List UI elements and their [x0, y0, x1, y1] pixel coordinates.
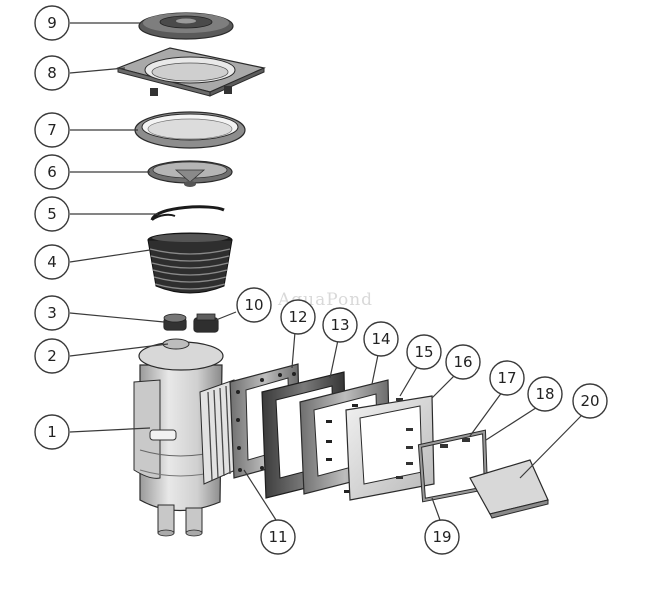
- callout-9-label: 9: [47, 14, 57, 32]
- leader-lines: [69, 22, 583, 521]
- callout-1-label: 1: [47, 423, 57, 441]
- callout-6-label: 6: [47, 163, 57, 181]
- part-16-faceplate: [345, 395, 435, 501]
- callout-18-label: 18: [535, 385, 554, 403]
- part-1-skimmer-body: [133, 338, 241, 537]
- callout-13-label: 13: [330, 316, 349, 334]
- callout-3-label: 3: [47, 304, 57, 322]
- callout-11: 11: [260, 519, 296, 555]
- callout-10-label: 10: [244, 296, 263, 314]
- callout-16: 16: [445, 344, 481, 380]
- callout-12-label: 12: [288, 308, 307, 326]
- callout-9: 9: [34, 5, 70, 41]
- callout-8-label: 8: [47, 64, 57, 82]
- callout-2: 2: [34, 338, 70, 374]
- callout-5-label: 5: [47, 205, 57, 223]
- callout-13: 13: [322, 307, 358, 343]
- callout-20-label: 20: [580, 392, 599, 410]
- callout-4-label: 4: [47, 253, 57, 271]
- callout-2-label: 2: [47, 347, 57, 365]
- callout-5: 5: [34, 196, 70, 232]
- part-4-basket: [147, 232, 233, 294]
- callout-12: 12: [280, 299, 316, 335]
- callout-20: 20: [572, 383, 608, 419]
- callout-1: 1: [34, 414, 70, 450]
- callout-7: 7: [34, 112, 70, 148]
- callout-6: 6: [34, 154, 70, 190]
- callout-11-label: 11: [268, 528, 287, 546]
- part-8-square-collar: [116, 47, 266, 97]
- callout-3: 3: [34, 295, 70, 331]
- callout-8: 8: [34, 55, 70, 91]
- callout-14: 14: [363, 321, 399, 357]
- callout-15: 15: [406, 334, 442, 370]
- callout-17: 17: [489, 360, 525, 396]
- callout-15-label: 15: [414, 343, 433, 361]
- callout-19-label: 19: [432, 528, 451, 546]
- part-9-lid: [138, 12, 234, 40]
- callout-17-label: 17: [497, 369, 516, 387]
- callout-4: 4: [34, 244, 70, 280]
- part-15-screws: [396, 398, 413, 479]
- part-20-weir-flap: [469, 459, 549, 519]
- part-3-cap: [163, 313, 187, 331]
- callout-16-label: 16: [453, 353, 472, 371]
- part-7-ring: [134, 111, 246, 149]
- part-6-weir-disc: [147, 160, 233, 187]
- callout-10: 10: [236, 287, 272, 323]
- callout-18: 18: [527, 376, 563, 412]
- part-5-spring-clip: [150, 205, 225, 221]
- callout-7-label: 7: [47, 121, 57, 139]
- part-10-fitting: [193, 313, 219, 333]
- callout-19: 19: [424, 519, 460, 555]
- callout-14-label: 14: [371, 330, 390, 348]
